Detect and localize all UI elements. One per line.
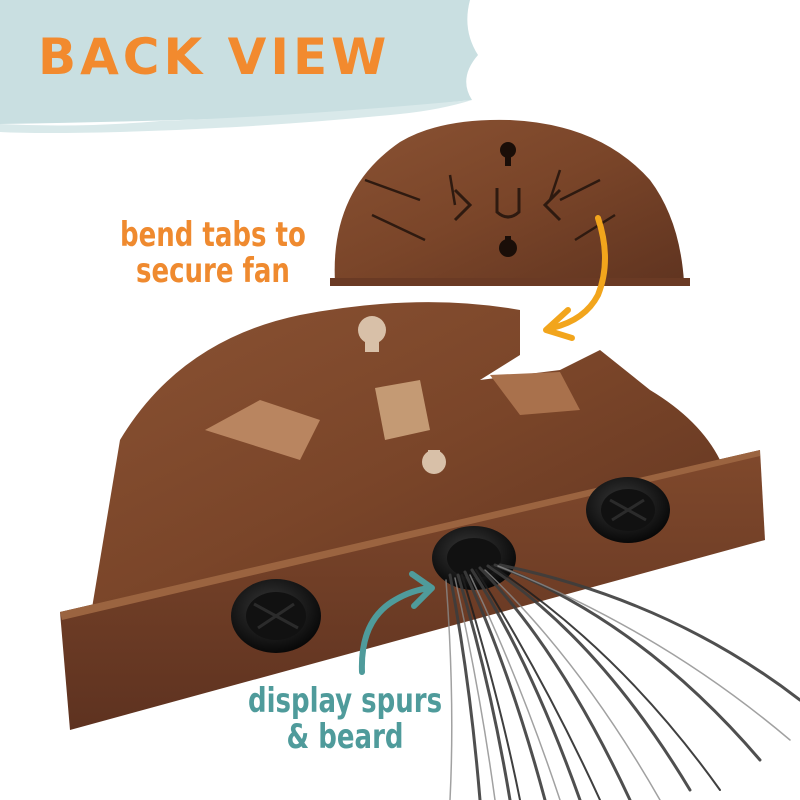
tabs-note: bend tabs to secure fan bbox=[120, 215, 306, 291]
banner-band bbox=[0, 0, 478, 124]
tabs-note-line-1: bend tabs to bbox=[120, 215, 306, 255]
grommet-left bbox=[231, 579, 321, 653]
grommet-center bbox=[432, 526, 516, 590]
tabs-note-line-2: secure fan bbox=[135, 250, 290, 291]
large-mount bbox=[60, 302, 765, 730]
small-mount bbox=[330, 119, 690, 286]
banner-headline: BACK VIEW bbox=[38, 28, 391, 86]
feather-beard bbox=[445, 563, 800, 800]
display-arrow bbox=[358, 571, 435, 675]
grommet-right bbox=[586, 477, 670, 543]
display-note-line-2: & beard bbox=[286, 716, 404, 757]
tabs-arrow bbox=[543, 215, 608, 341]
banner-band-edge bbox=[0, 100, 472, 133]
display-note-line-1: display spurs bbox=[248, 681, 443, 721]
display-note: display spurs & beard bbox=[248, 681, 443, 757]
